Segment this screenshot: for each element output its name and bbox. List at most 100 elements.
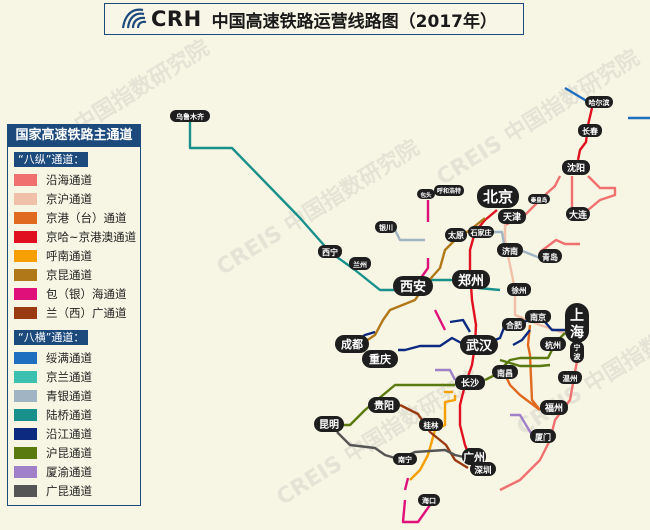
legend-item: 京港（台）通道 [14,208,140,227]
city-chongqing[interactable]: 重庆 [362,350,398,368]
legend-item: 青银通道 [14,386,140,405]
city-lanzhou[interactable]: 兰州 [349,257,371,270]
crh-logo-text: CRH [151,7,202,31]
city-wenzhou[interactable]: 温州 [558,371,582,384]
legend-item-label: 京港（台）通道 [46,210,127,225]
legend-item: 包（银）海通道 [14,284,140,303]
legend-item: 沿江通道 [14,424,140,443]
city-changsha[interactable]: 长沙 [455,375,485,390]
city-kunming[interactable]: 昆明 [314,416,344,432]
city-guangzhou[interactable]: 广州 [462,448,486,465]
city-chengdu[interactable]: 成都 [335,335,369,353]
legend-item-label: 兰（西）广通道 [46,305,127,320]
city-xuzhou[interactable]: 徐州 [507,283,531,296]
line-hukun [337,383,455,427]
city-dalian[interactable]: 大连 [566,207,590,221]
svg-text:大连: 大连 [569,209,588,221]
city-nanchang[interactable]: 南昌 [492,365,518,379]
city-hefei[interactable]: 合肥 [502,318,526,331]
city-xiamen[interactable]: 厦门 [530,429,556,443]
legend-item-label: 沪昆通道 [46,445,92,460]
svg-text:北京: 北京 [483,188,513,206]
legend-item: 广昆通道 [14,481,140,500]
line-color-swatch [14,230,37,243]
line-baohai-hainan [403,477,410,491]
city-baotou[interactable]: 包头 [417,189,435,199]
legend-item-label: 厦渝通道 [46,464,92,479]
city-beijing[interactable]: 北京 [477,185,519,208]
svg-text:长春: 长春 [582,126,598,136]
legend-item: 呼南通道 [14,246,140,265]
city-ningbo[interactable]: 宁波宁波 [570,341,584,363]
line-color-swatch [14,484,37,497]
svg-text:天津: 天津 [503,211,521,223]
city-yinchuan[interactable]: 银川 [375,221,397,233]
city-shanghai[interactable]: 上海上海 [565,303,589,343]
svg-text:福州: 福州 [544,402,563,414]
city-shenzhen[interactable]: 深圳 [470,462,496,476]
city-qinhuangdao[interactable]: 秦皇岛 [528,194,550,204]
svg-text:长沙: 长沙 [461,377,479,389]
svg-text:南宁: 南宁 [398,455,412,464]
svg-text:杭州: 杭州 [545,340,561,350]
city-xian[interactable]: 西安 [393,276,433,296]
city-hohhot[interactable]: 呼和浩特 [434,185,464,196]
line-color-swatch [14,211,37,224]
line-color-swatch [14,306,37,319]
city-zhengzhou[interactable]: 郑州 [452,270,490,289]
svg-text:厦门: 厦门 [535,432,551,442]
line-yanjiang3 [449,318,472,333]
city-harbin[interactable]: 哈尔滨 [585,96,613,108]
line-color-swatch [14,446,37,459]
city-urumqi[interactable]: 乌鲁木齐 [170,110,210,122]
city-tianjin[interactable]: 天津 [498,209,526,224]
city-fuzhou[interactable]: 福州 [540,400,568,415]
map-title-banner: CRH 中国高速铁路运营线路图（2017年） [104,3,524,35]
svg-text:银川: 银川 [379,223,393,232]
city-nanning[interactable]: 南宁 [393,453,417,465]
svg-text:西宁: 西宁 [322,247,338,257]
legend-item: 京哈~京港澳通道 [14,227,140,246]
svg-text:温州: 温州 [563,373,578,383]
svg-text:贵阳: 贵阳 [374,399,394,412]
city-guilin[interactable]: 桂林 [419,418,443,431]
svg-text:太原: 太原 [447,230,464,240]
city-nanjing[interactable]: 南京 [525,310,551,323]
legend-item-label: 绥满通道 [46,350,92,365]
legend-item: 兰（西）广通道 [14,303,140,322]
city-changchun[interactable]: 长春 [578,124,602,137]
svg-text:海: 海 [570,324,584,341]
city-jinan[interactable]: 济南 [497,243,523,257]
svg-text:济南: 济南 [502,246,518,256]
legend-group-horizontal: “八横”通道： [14,330,89,345]
svg-text:昆明: 昆明 [319,419,339,431]
line-color-swatch [14,370,37,383]
legend-item: 沿海通道 [14,170,140,189]
city-guiyang[interactable]: 贵阳 [368,397,400,413]
line-color-swatch [14,389,37,402]
svg-text:上: 上 [570,308,584,324]
svg-text:海口: 海口 [422,496,436,505]
line-color-swatch [14,249,37,262]
svg-text:深圳: 深圳 [474,465,491,476]
line-xiayu [435,368,457,381]
svg-text:包头: 包头 [420,191,432,199]
line-qingyin [393,229,425,242]
city-qingdao[interactable]: 青岛 [538,249,562,263]
city-taiyuan[interactable]: 太原 [445,228,467,242]
city-wuhan[interactable]: 武汉 [460,335,498,355]
legend-item: 厦渝通道 [14,462,140,481]
svg-text:宁: 宁 [574,343,581,352]
city-hangzhou[interactable]: 杭州 [540,337,566,351]
legend-item-label: 沿江通道 [46,426,92,441]
svg-text:西安: 西安 [400,279,426,295]
city-xining[interactable]: 西宁 [318,245,342,258]
city-haikou[interactable]: 海口 [418,494,440,506]
line-color-swatch [14,465,37,478]
city-shenyang[interactable]: 沈阳 [562,160,590,175]
line-color-swatch [14,351,37,364]
legend-item-label: 广昆通道 [46,483,92,498]
city-shijiazhuang[interactable]: 石家庄 [468,226,494,238]
legend-item: 沪昆通道 [14,443,140,462]
svg-text:沈阳: 沈阳 [567,162,585,174]
